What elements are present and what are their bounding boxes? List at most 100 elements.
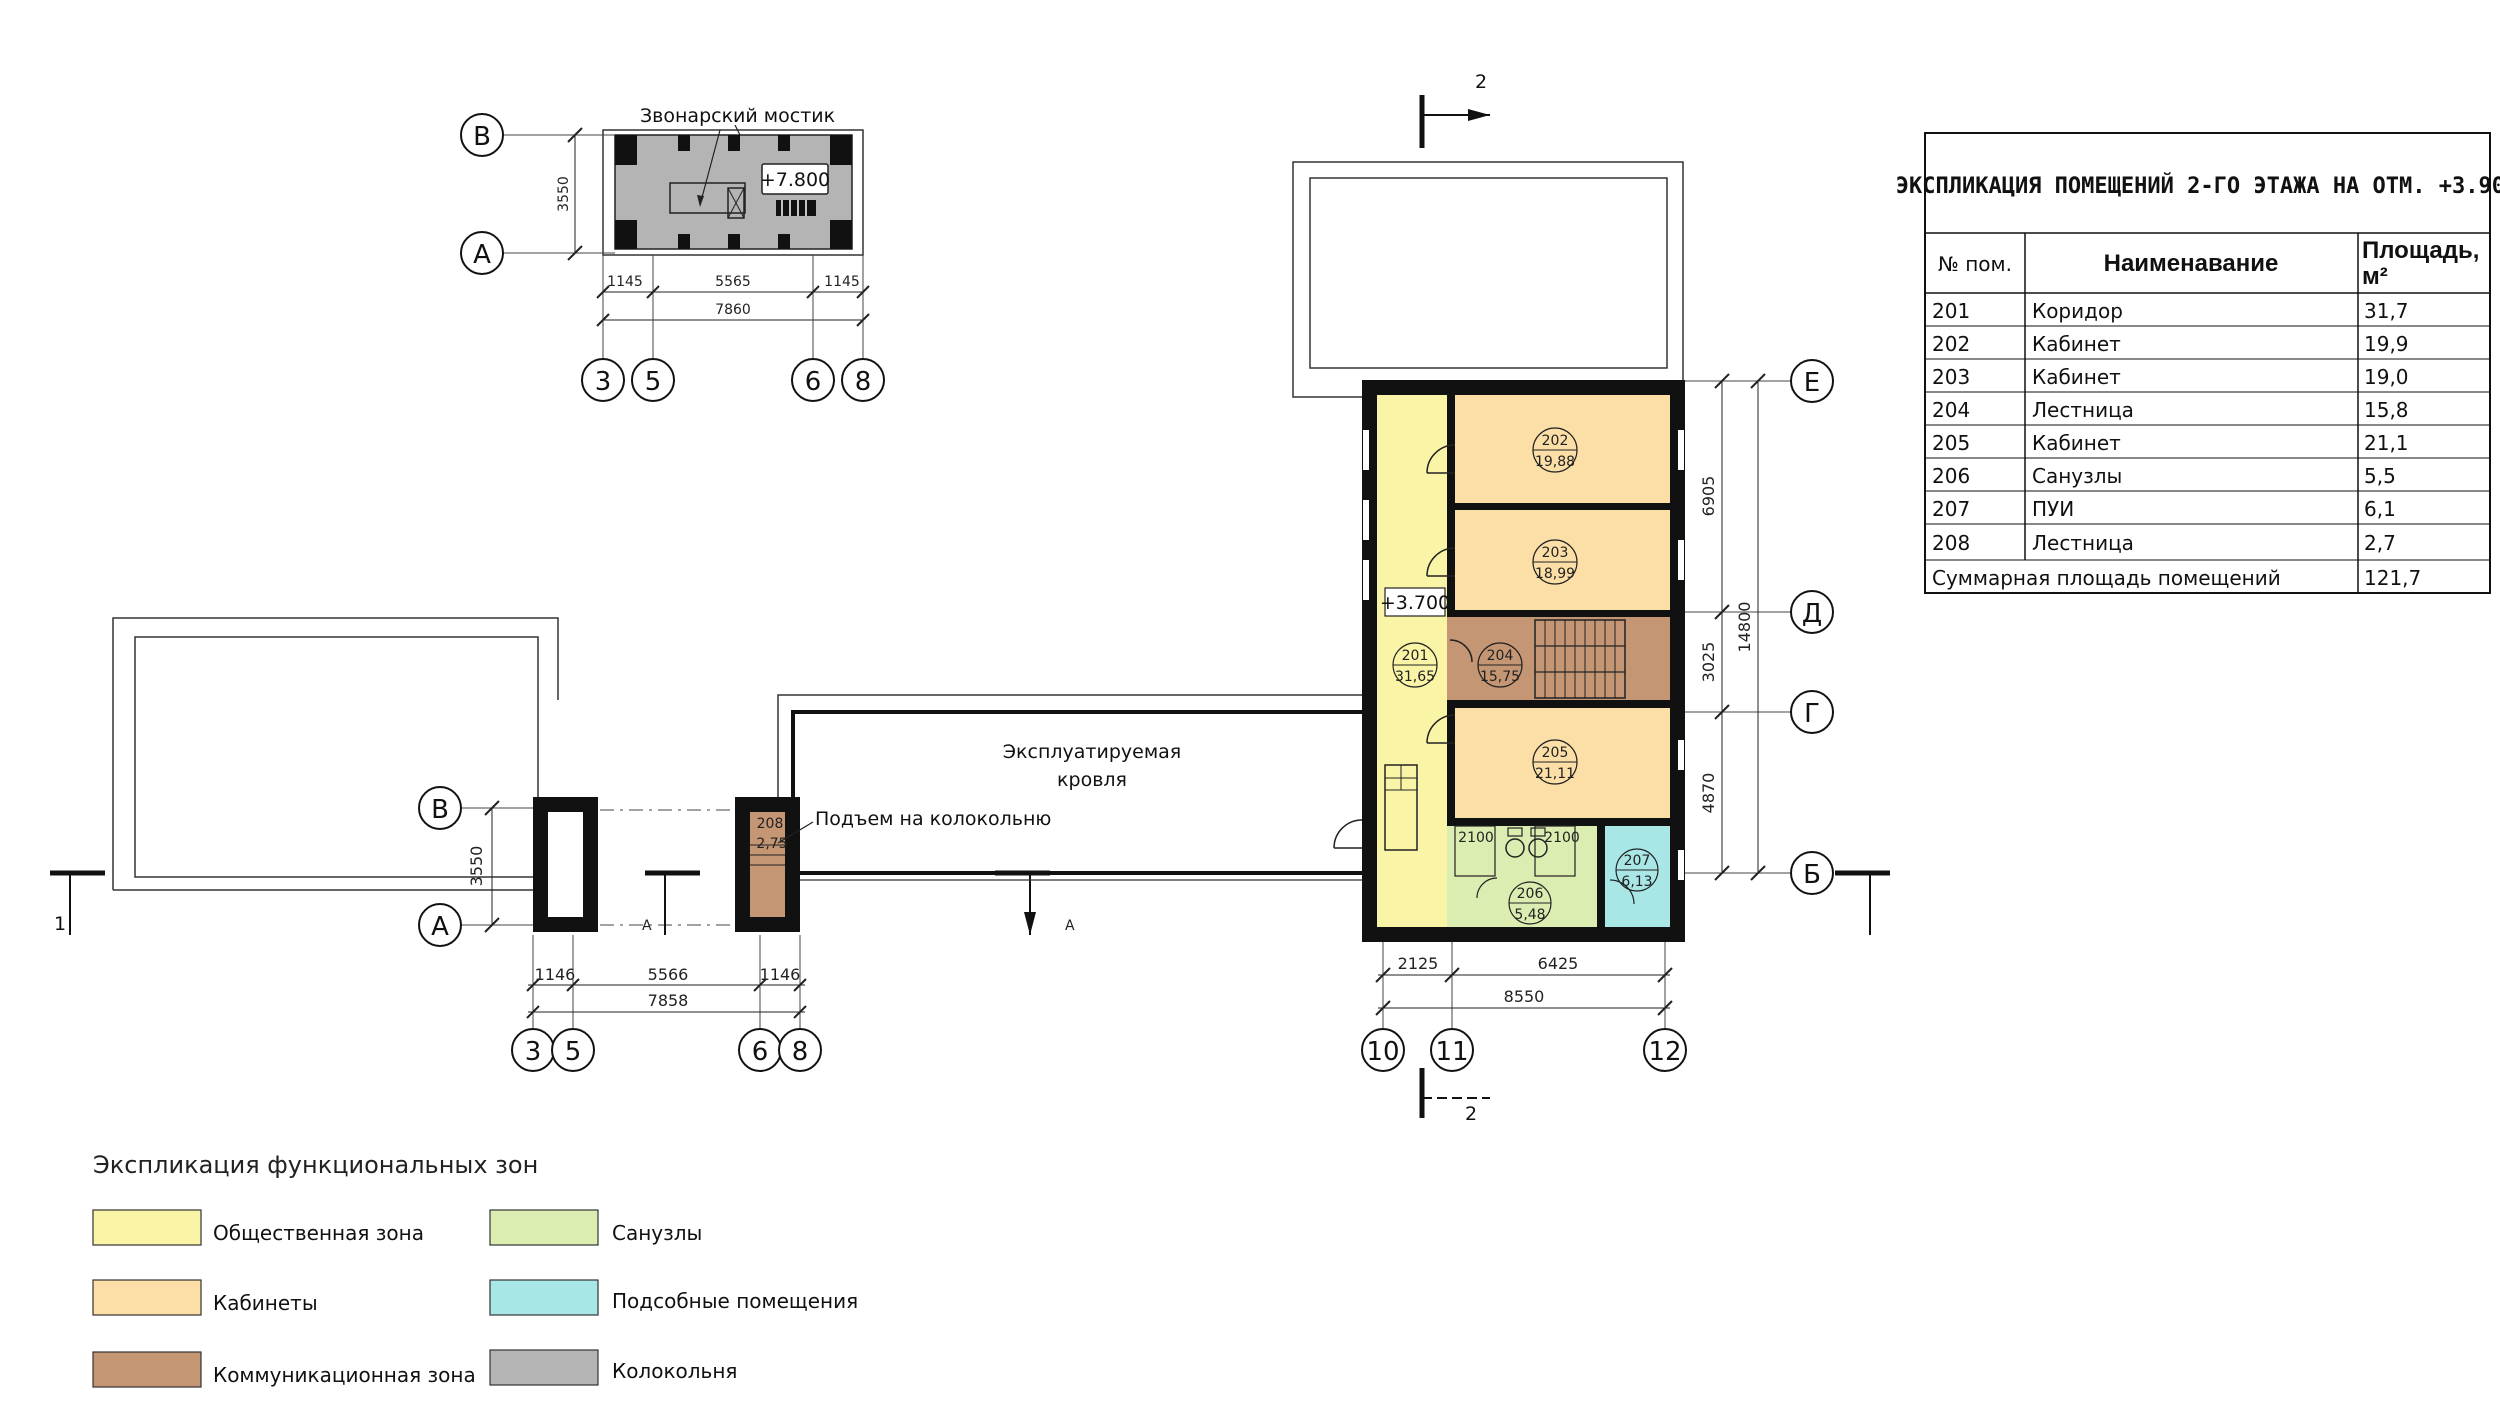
dim-3550-bottom: 3550 bbox=[467, 846, 486, 887]
dim-3025: 3025 bbox=[1699, 642, 1718, 683]
table-row: 201 Коридор 31,7 bbox=[1932, 299, 2409, 323]
wc-fixtures: 2100 2100 bbox=[1454, 825, 1637, 942]
svg-text:201: 201 bbox=[1932, 299, 1970, 323]
legend-swatch-communication bbox=[92, 1351, 202, 1388]
room-stamp-204: 204 15,75 bbox=[1477, 642, 1523, 688]
room-208-area: 2,75 bbox=[756, 836, 787, 852]
dim-1146b-bottom: 1146 bbox=[760, 965, 801, 984]
svg-text:Кабинет: Кабинет bbox=[2032, 365, 2121, 389]
legend-swatch-belfry bbox=[489, 1349, 599, 1386]
axis-5-bottom: 5 bbox=[565, 1037, 582, 1067]
svg-text:2,7: 2,7 bbox=[2364, 531, 2396, 555]
wc-label-left: 2100 bbox=[1458, 830, 1494, 846]
dim-5565-top: 5565 bbox=[715, 274, 751, 290]
svg-text:19,0: 19,0 bbox=[2364, 365, 2409, 389]
axis-5-top: 5 bbox=[645, 367, 662, 397]
room-208-num: 208 bbox=[757, 816, 784, 832]
svg-text:5,48: 5,48 bbox=[1514, 907, 1545, 923]
corridor-stair-icon bbox=[1384, 764, 1418, 851]
dim-14800: 14800 bbox=[1735, 602, 1754, 653]
svg-text:ПУИ: ПУИ bbox=[2032, 497, 2074, 521]
table-row: 207 ПУИ 6,1 bbox=[1932, 497, 2396, 521]
roof-label-line1: Эксплуатируемая bbox=[1003, 741, 1181, 763]
legend-swatch-sanitary bbox=[489, 1209, 599, 1246]
room-stamp-206: 206 5,48 bbox=[1508, 881, 1552, 925]
table-row: 205 Кабинет 21,1 bbox=[1932, 431, 2409, 455]
svg-text:207: 207 bbox=[1932, 497, 1970, 521]
axis-12: 12 bbox=[1648, 1037, 1681, 1067]
dim-7860-top: 7860 bbox=[715, 302, 751, 318]
header-name: Наименавание bbox=[2104, 250, 2279, 277]
table-total-row: Суммарная площадь помещений 121,7 bbox=[1932, 566, 2421, 590]
section-1-left: 1 bbox=[50, 870, 105, 935]
belfry-plan-top: +7.800 Звонарский мостик bbox=[602, 105, 864, 256]
axis-e: Е bbox=[1804, 368, 1820, 398]
room-207 bbox=[1605, 826, 1670, 927]
axis-v-bottom: В bbox=[431, 795, 449, 825]
svg-text:205: 205 bbox=[1542, 745, 1569, 761]
section-2-marks: 2 2 bbox=[1419, 71, 1490, 1125]
dim-2125: 2125 bbox=[1398, 954, 1439, 973]
svg-text:Лестница: Лестница bbox=[2032, 398, 2134, 422]
dim-8550: 8550 bbox=[1504, 987, 1545, 1006]
axis-a-top: А bbox=[473, 240, 491, 270]
svg-text:31,7: 31,7 bbox=[2364, 299, 2409, 323]
table-row: 208 Лестница 2,7 bbox=[1932, 531, 2396, 555]
svg-text:Санузлы: Санузлы bbox=[2032, 464, 2122, 488]
dim-1145b-top: 1145 bbox=[824, 274, 860, 290]
axis-10: 10 bbox=[1366, 1037, 1399, 1067]
axis-8-bottom: 8 bbox=[792, 1037, 809, 1067]
dim-6425: 6425 bbox=[1538, 954, 1579, 973]
header-area: Площадь, bbox=[2362, 237, 2479, 264]
svg-text:5,5: 5,5 bbox=[2364, 464, 2396, 488]
svg-text:203: 203 bbox=[1932, 365, 1970, 389]
belfry-plan-bottom: 208 2,75 Подъем на колокольню bbox=[533, 797, 1051, 932]
dim-7858-bottom: 7858 bbox=[648, 991, 689, 1010]
svg-text:6,1: 6,1 bbox=[2364, 497, 2396, 521]
lower-building-outline bbox=[112, 617, 559, 891]
legend-swatch-public bbox=[92, 1209, 202, 1246]
section-a-label-right: A bbox=[1065, 918, 1075, 934]
zones-legend: Экспликация функциональных зон Обществен… bbox=[92, 1151, 858, 1388]
header-area-unit: м² bbox=[2362, 263, 2388, 290]
svg-text:Лестница: Лестница bbox=[2032, 531, 2134, 555]
room-204 bbox=[1447, 617, 1670, 700]
section-a-label-left: A bbox=[642, 918, 652, 934]
svg-text:201: 201 bbox=[1402, 648, 1429, 664]
wc-label-right: 2100 bbox=[1544, 830, 1580, 846]
room-stamp-203: 203 18,99 bbox=[1532, 539, 1578, 585]
room-201-corridor bbox=[1377, 395, 1447, 927]
svg-text:204: 204 bbox=[1487, 648, 1514, 664]
legend-label-belfry: Колокольня bbox=[612, 1359, 737, 1383]
axis-a-bottom: А bbox=[431, 912, 449, 942]
svg-text:203: 203 bbox=[1542, 545, 1569, 561]
axis-6-bottom: 6 bbox=[752, 1037, 769, 1067]
toilet-icon bbox=[1528, 838, 1548, 858]
section-1-label-left: 1 bbox=[54, 913, 66, 935]
axis-6-top: 6 bbox=[805, 367, 822, 397]
dim-1145a-top: 1145 bbox=[607, 274, 643, 290]
table-row: 206 Санузлы 5,5 bbox=[1932, 464, 2396, 488]
axis-8-top: 8 bbox=[855, 367, 872, 397]
svg-text:Коридор: Коридор bbox=[2032, 299, 2123, 323]
svg-text:6,13: 6,13 bbox=[1621, 874, 1652, 890]
room-203 bbox=[1455, 510, 1670, 610]
svg-text:31,65: 31,65 bbox=[1395, 669, 1435, 685]
svg-text:21,1: 21,1 bbox=[2364, 431, 2409, 455]
table-row: 204 Лестница 15,8 bbox=[1932, 398, 2409, 422]
explication-title: ЭКСПЛИКАЦИЯ ПОМЕЩЕНИЙ 2-ГО ЭТАЖА НА ОТМ.… bbox=[1896, 173, 2500, 199]
legend-label-cabinets: Кабинеты bbox=[213, 1291, 318, 1315]
axis-g: Г bbox=[1804, 699, 1820, 729]
section-a-marks: A A bbox=[642, 870, 1075, 935]
svg-text:202: 202 bbox=[1542, 433, 1569, 449]
svg-text:207: 207 bbox=[1624, 853, 1651, 869]
legend-label-communication: Коммуникационная зона bbox=[213, 1363, 476, 1387]
room-stamp-205: 205 21,11 bbox=[1532, 739, 1578, 785]
axis-v-top: В bbox=[473, 122, 491, 152]
svg-text:205: 205 bbox=[1932, 431, 1970, 455]
main-axes-right: 6905 3025 4870 14800 Е Д Г Б bbox=[1685, 359, 1834, 895]
legend-swatch-cabinets bbox=[92, 1279, 202, 1316]
dim-6905: 6905 bbox=[1699, 476, 1718, 517]
room-stamp-201: 201 31,65 bbox=[1392, 642, 1438, 688]
